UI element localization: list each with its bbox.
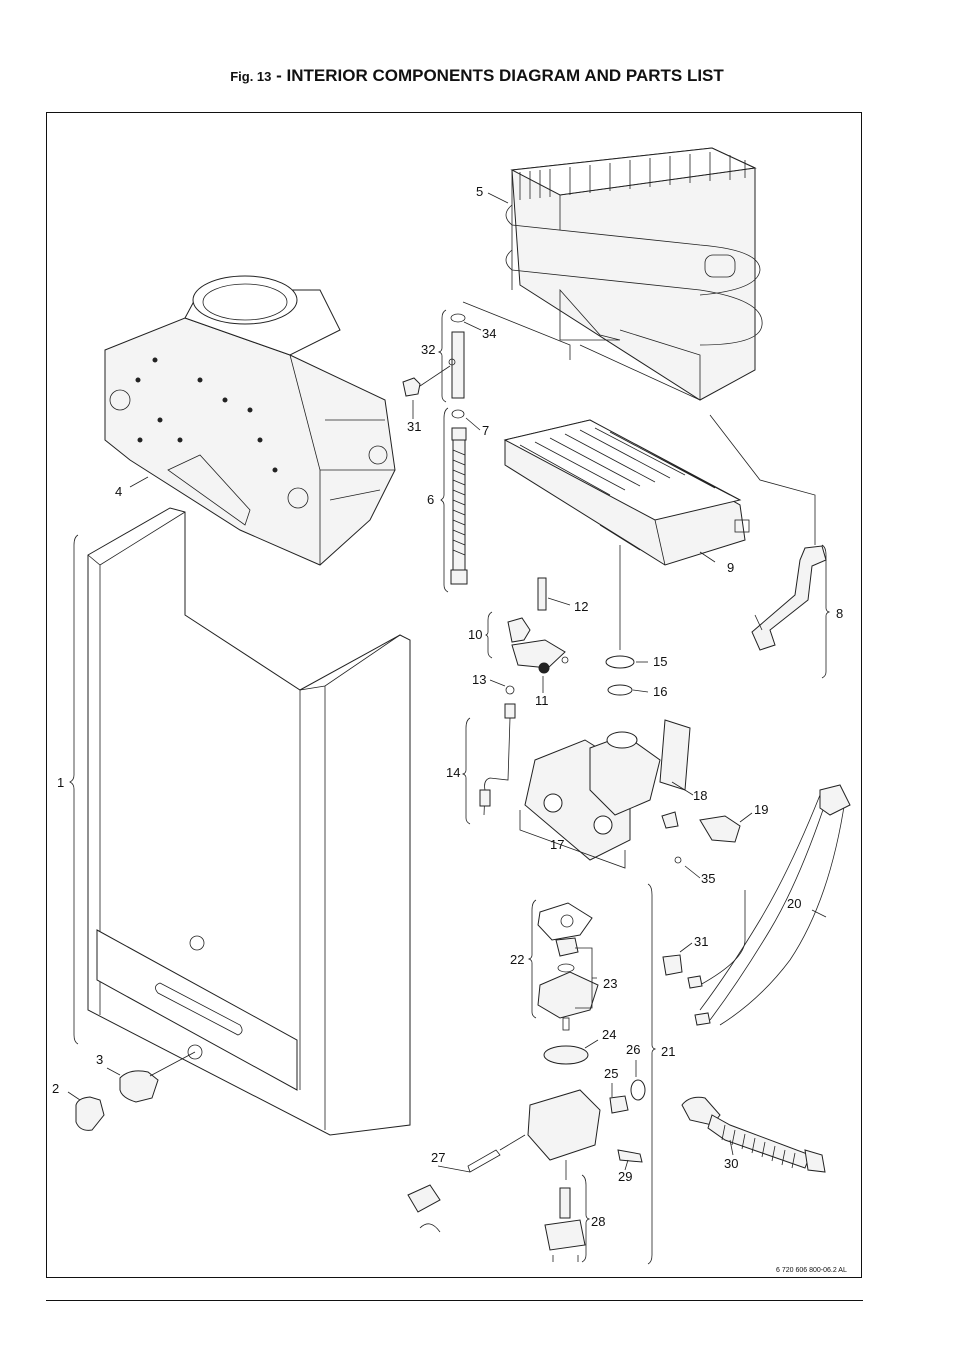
callout-12: 12 xyxy=(574,599,588,614)
callout-3: 3 xyxy=(96,1052,103,1067)
callout-31-top: 31 xyxy=(407,419,421,434)
callout-27: 27 xyxy=(431,1150,445,1165)
callout-31-bottom: 31 xyxy=(694,934,708,949)
callout-8: 8 xyxy=(836,606,843,621)
callout-7: 7 xyxy=(482,423,489,438)
burner xyxy=(503,419,750,650)
callout-labels: 5 4 34 32 31 7 6 8 9 10 12 13 11 15 16 1… xyxy=(52,184,847,1274)
callout-4: 4 xyxy=(115,484,122,499)
callout-24: 24 xyxy=(602,1027,616,1042)
callout-21: 21 xyxy=(661,1044,675,1059)
callout-19: 19 xyxy=(754,802,768,817)
figure-title: Fig. 13 - INTERIOR COMPONENTS DIAGRAM AN… xyxy=(0,66,954,86)
combustion-hood xyxy=(104,275,396,566)
callout-32: 32 xyxy=(421,342,435,357)
callout-5: 5 xyxy=(476,184,483,199)
drawing-reference-code: 6 720 606 800-06.2 AL xyxy=(776,1267,847,1274)
figure-heading: - INTERIOR COMPONENTS DIAGRAM AND PARTS … xyxy=(271,66,724,85)
outer-casing xyxy=(87,507,411,1136)
callout-13: 13 xyxy=(472,672,486,687)
callout-10: 10 xyxy=(468,627,482,642)
gas-valve xyxy=(519,719,741,869)
flexible-hose xyxy=(681,1096,826,1173)
callout-25: 25 xyxy=(604,1066,618,1081)
wiring-harness xyxy=(662,784,851,1026)
callout-23: 23 xyxy=(603,976,617,991)
gas-pipe xyxy=(709,414,827,651)
callout-20: 20 xyxy=(787,896,801,911)
callout-22: 22 xyxy=(510,952,524,967)
callout-1: 1 xyxy=(57,775,64,790)
callout-26: 26 xyxy=(626,1042,640,1057)
callout-34: 34 xyxy=(482,326,496,341)
callout-14: 14 xyxy=(446,765,460,780)
callout-28: 28 xyxy=(591,1214,605,1229)
callout-30: 30 xyxy=(724,1156,738,1171)
callout-15: 15 xyxy=(653,654,667,669)
callout-35: 35 xyxy=(701,871,715,886)
callout-18: 18 xyxy=(693,788,707,803)
callout-9: 9 xyxy=(727,560,734,575)
callout-6: 6 xyxy=(427,492,434,507)
callout-11: 11 xyxy=(535,693,549,708)
callout-2: 2 xyxy=(52,1081,59,1096)
callout-16: 16 xyxy=(653,684,667,699)
washer-16 xyxy=(607,684,633,696)
water-pipes xyxy=(402,301,571,585)
washer-15 xyxy=(605,655,635,669)
page-bottom-rule xyxy=(46,1300,863,1301)
water-valve xyxy=(407,902,646,1262)
grouping-brackets xyxy=(69,309,831,1265)
callout-17: 17 xyxy=(550,837,564,852)
leader-lines xyxy=(67,192,827,1173)
diagram-frame xyxy=(46,112,862,1278)
pilot-tube xyxy=(479,703,516,816)
callout-29: 29 xyxy=(618,1169,632,1184)
figure-number: Fig. 13 xyxy=(230,69,272,84)
heat-exchanger xyxy=(505,147,763,401)
knob-parts xyxy=(75,1051,196,1131)
ignition-parts xyxy=(505,577,569,695)
